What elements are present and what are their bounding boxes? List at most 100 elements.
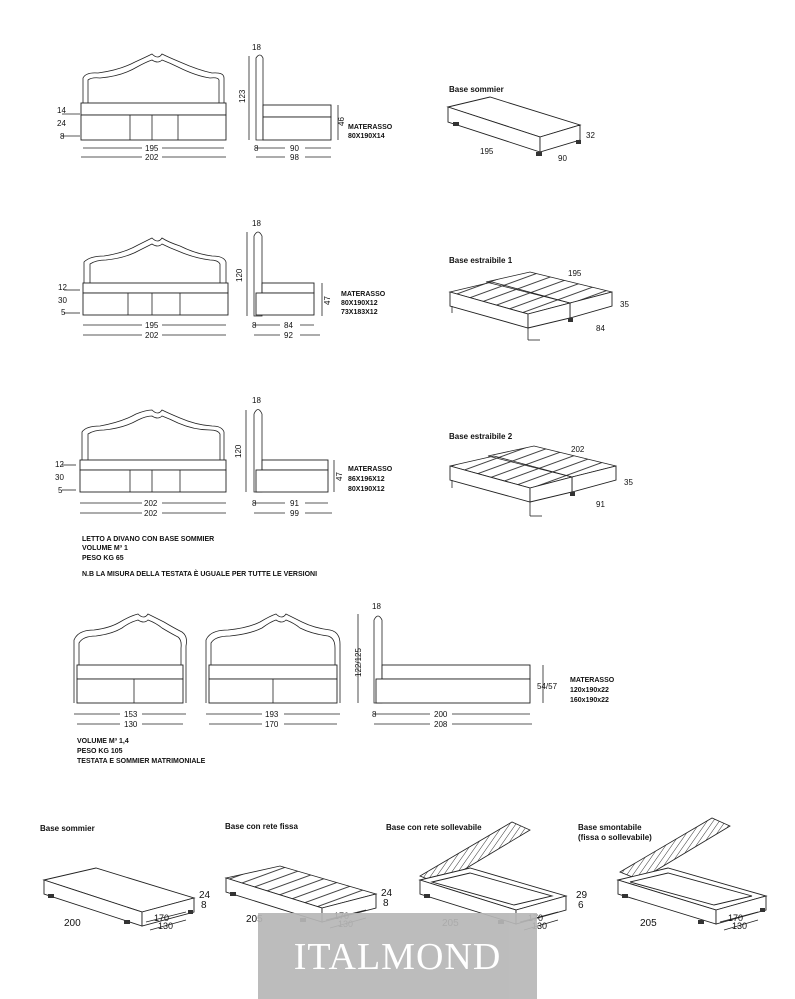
r4-mattress-size2: 160x190x22 — [570, 697, 609, 704]
b3-h1: 29 — [576, 890, 588, 901]
r4-side-122: 122/125 — [354, 648, 363, 677]
r2-base-w: 195 — [568, 269, 582, 278]
b1-label: Base sommier — [40, 824, 95, 833]
r2-mattress-size1: 80X190X12 — [341, 300, 378, 307]
b4-d1: 170 — [728, 913, 743, 923]
r1-side-123: 123 — [238, 89, 247, 103]
row1-base-iso — [446, 96, 582, 156]
r2-dim-30: 30 — [58, 296, 67, 305]
row4-side-view — [357, 614, 544, 729]
r1-side-90: 90 — [290, 144, 299, 153]
r2-dim-195: 195 — [145, 321, 159, 330]
notes1-line4: N.B LA MISURA DELLA TESTATA È UGUALE PER… — [82, 569, 317, 578]
watermark-text: ITALMOND — [293, 936, 502, 978]
r2-dim-202: 202 — [145, 331, 159, 340]
r4-side-54: 54/57 — [537, 682, 558, 691]
r1-dim-14: 14 — [57, 106, 66, 115]
r1-mattress-size1: 80X190X14 — [348, 133, 385, 140]
r1-base-label: Base sommier — [449, 85, 504, 94]
row2-front-view — [64, 237, 229, 340]
row3-base-iso — [449, 445, 617, 517]
r4-side-18: 18 — [372, 602, 381, 611]
r2-side-92: 92 — [284, 331, 293, 340]
r1-side-8: 8 — [254, 144, 259, 153]
notes2-line3: TESTATA E SOMMIER MATRIMONIALE — [77, 758, 206, 765]
r2-side-18: 18 — [252, 219, 261, 228]
r2-side-8: 8 — [252, 321, 257, 330]
r2-base-d: 84 — [596, 324, 605, 333]
r4-mattress-size1: 120x190x22 — [570, 687, 609, 694]
row3-side-view — [245, 409, 335, 518]
r3-base-h: 35 — [624, 478, 633, 487]
r3-mattress-size1: 86X196X12 — [348, 476, 385, 483]
r1-dim-202: 202 — [145, 153, 159, 162]
r3-dim-202b: 202 — [144, 509, 158, 518]
r3-side-91: 91 — [290, 499, 299, 508]
b3-h2: 6 — [578, 900, 584, 911]
b1-h1: 24 — [199, 890, 211, 901]
r4-front1-130: 130 — [124, 720, 138, 729]
r3-mattress-size2: 80X190X12 — [348, 486, 385, 493]
b1-d2: 130 — [158, 921, 173, 931]
b4-label: Base smontabile — [578, 823, 642, 832]
r2-base-label: Base estraibile 1 — [449, 256, 513, 265]
r1-mattress-title: MATERASSO — [348, 124, 393, 131]
r2-dim-5: 5 — [61, 308, 66, 317]
r1-side-98: 98 — [290, 153, 299, 162]
r4-side-8: 8 — [372, 710, 377, 719]
r4-front1-153: 153 — [124, 710, 138, 719]
r4-front2-193: 193 — [265, 710, 279, 719]
r3-dim-12: 12 — [55, 460, 64, 469]
r2-mattress-title: MATERASSO — [341, 291, 386, 298]
r2-mattress-size2: 73X183X12 — [341, 309, 378, 316]
r3-dim-5: 5 — [58, 486, 63, 495]
notes2-line2: PESO KG 105 — [77, 748, 123, 755]
r4-side-200: 200 — [434, 710, 448, 719]
r2-side-84: 84 — [284, 321, 293, 330]
b2-label: Base con rete fissa — [225, 822, 298, 831]
r1-dim-195: 195 — [145, 144, 159, 153]
r3-base-d: 91 — [596, 500, 605, 509]
b4-label2: (fissa o sollevabile) — [578, 833, 652, 842]
r3-base-label: Base estraibile 2 — [449, 432, 513, 441]
r3-side-99: 99 — [290, 509, 299, 518]
b1-w: 200 — [64, 918, 81, 929]
row1-side-view — [248, 54, 339, 162]
b2-w: 205 — [246, 914, 263, 925]
base1-iso — [42, 867, 196, 931]
row4-front-view-1 — [73, 613, 187, 729]
notes1-line2: VOLUME M³ 1 — [82, 545, 128, 552]
row2-side-view — [246, 231, 323, 340]
b4-d2: 130 — [732, 921, 747, 931]
row1-front-view — [62, 53, 227, 162]
b3-label: Base con rete sollevabile — [386, 823, 482, 832]
r1-dim-24: 24 — [57, 119, 66, 128]
b3-d2: 130 — [532, 921, 547, 931]
r3-dim-202a: 202 — [144, 499, 158, 508]
watermark-banner: ITALMOND — [258, 913, 537, 999]
r1-side-18: 18 — [252, 43, 261, 52]
r2-base-h: 35 — [620, 300, 629, 309]
r4-front2-170: 170 — [265, 720, 279, 729]
r3-mattress-title: MATERASSO — [348, 466, 393, 473]
r1-side-46: 46 — [337, 117, 346, 126]
r2-side-120: 120 — [235, 268, 244, 282]
r3-base-w: 202 — [571, 445, 585, 454]
notes1-line3: PESO KG 65 — [82, 555, 124, 562]
notes1-line1: LETTO A DIVANO CON BASE SOMMIER — [82, 536, 214, 543]
r3-side-120: 120 — [234, 444, 243, 458]
notes2-line1: VOLUME M³ 1,4 — [77, 738, 129, 745]
r1-base-h: 32 — [586, 131, 595, 140]
row2-base-iso — [448, 271, 613, 341]
r1-dim-8: 8 — [60, 132, 65, 141]
r2-side-47: 47 — [323, 296, 332, 305]
r1-base-w: 195 — [480, 147, 494, 156]
b2-h1: 24 — [381, 888, 393, 899]
r4-mattress-title: MATERASSO — [570, 677, 615, 684]
base4-iso — [616, 817, 768, 931]
r3-side-47: 47 — [335, 472, 344, 481]
b1-h2: 8 — [201, 900, 207, 911]
row4-front-view-2 — [205, 613, 341, 729]
r3-dim-30: 30 — [55, 473, 64, 482]
